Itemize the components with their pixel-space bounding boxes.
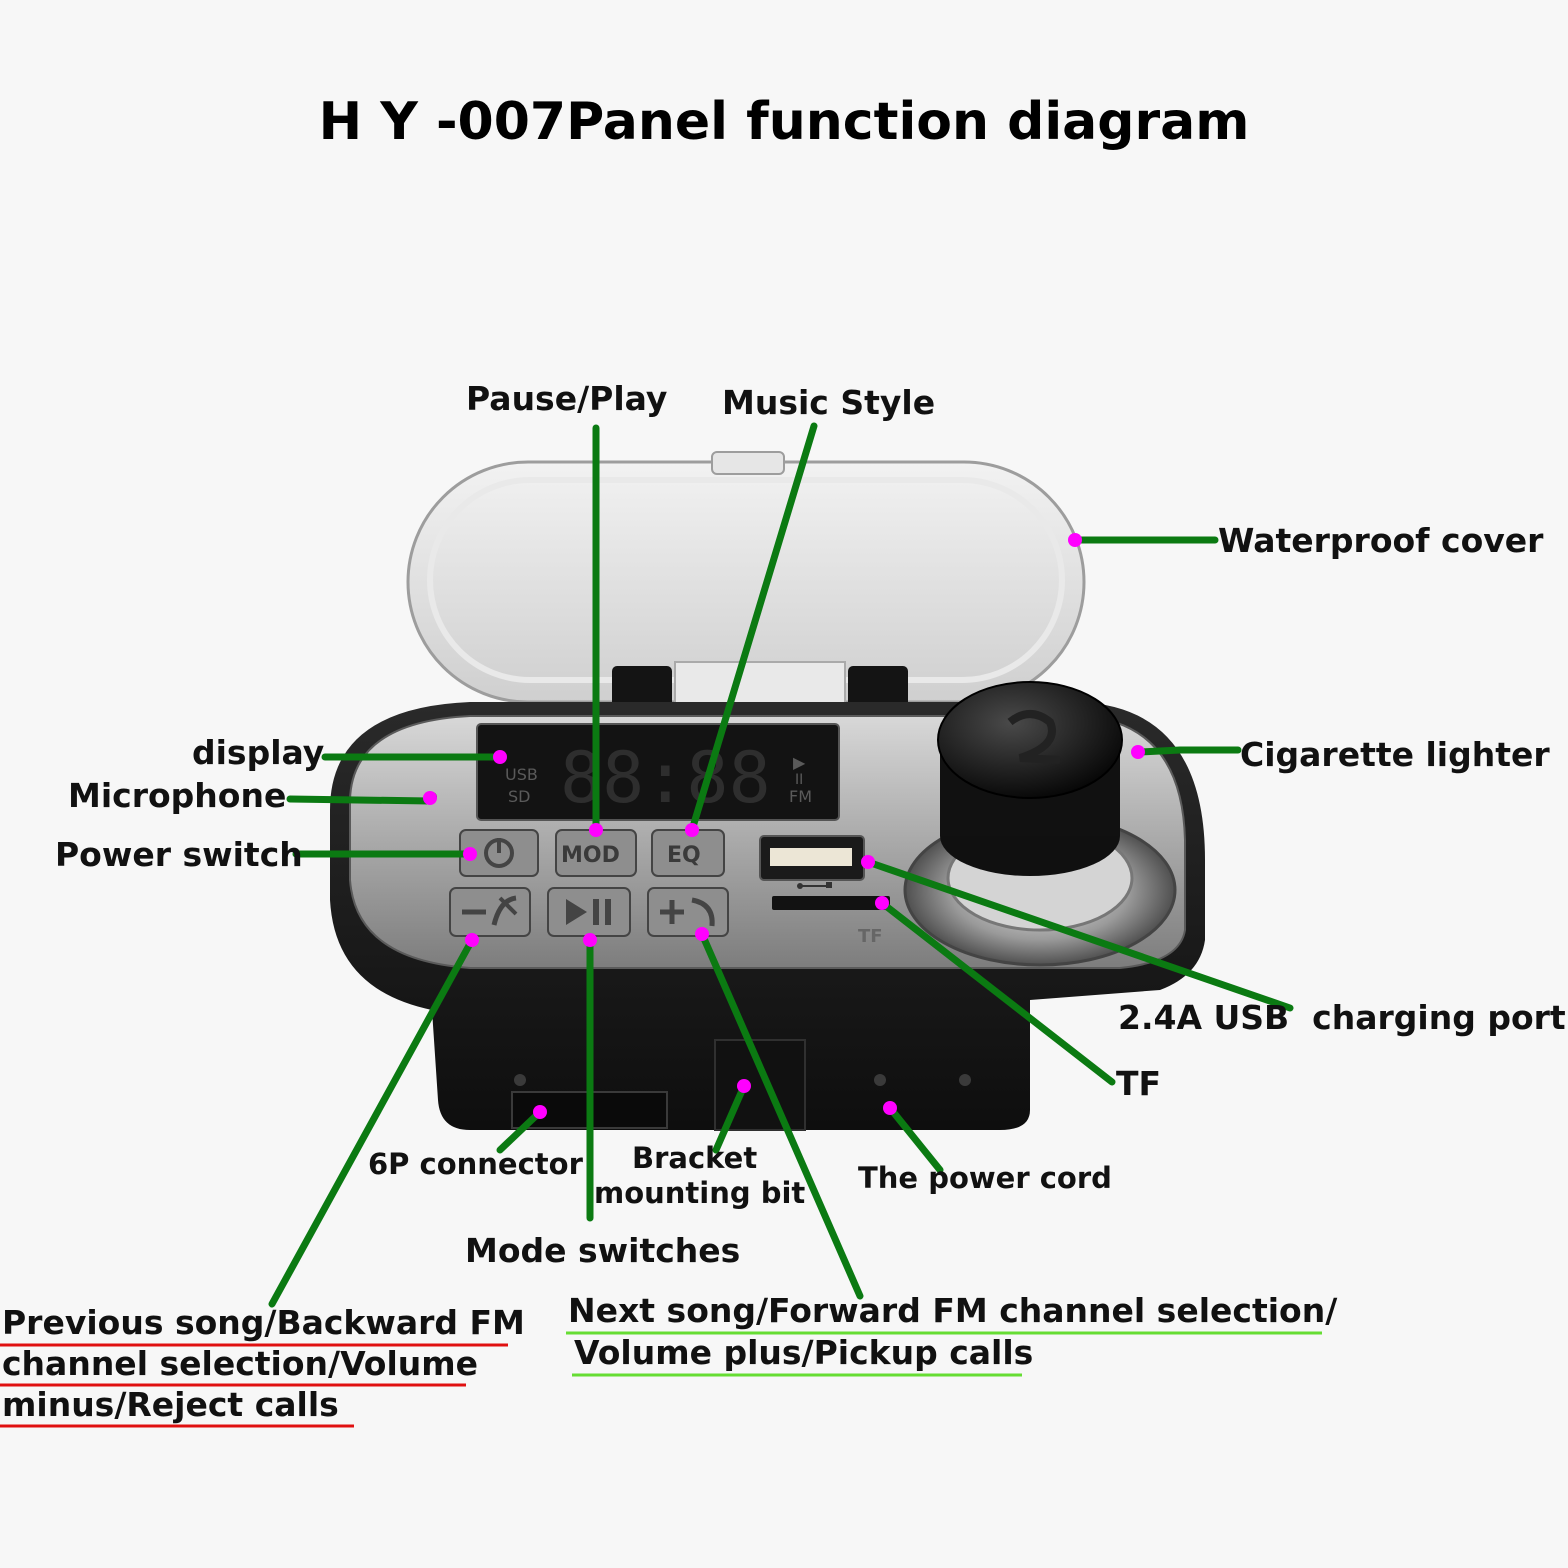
label-6p-connector: 6P connector bbox=[368, 1147, 583, 1181]
leader-line-previous bbox=[268, 936, 476, 1308]
label-previous-line2: channel selection/Volume bbox=[2, 1344, 479, 1383]
button-eq[interactable]: EQ bbox=[651, 829, 725, 877]
leader-marker bbox=[465, 933, 479, 947]
leader-line-tf bbox=[878, 899, 1116, 1086]
label-power-switch: Power switch bbox=[55, 835, 303, 874]
lcd-display: USB SD 88:88 ▶ II FM bbox=[476, 723, 840, 821]
leader-marker bbox=[737, 1079, 751, 1093]
label-bracket-line1: Bracket bbox=[632, 1141, 758, 1175]
leader-marker bbox=[1131, 745, 1145, 759]
label-next-line2: Volume plus/Pickup calls bbox=[574, 1333, 1034, 1372]
lcd-usb-label: USB bbox=[505, 765, 538, 784]
leader-line-cigarette-lighter bbox=[1136, 746, 1242, 756]
lcd-fm-label: FM bbox=[789, 787, 812, 806]
leader-marker bbox=[493, 750, 507, 764]
tf-slot-label: TF bbox=[858, 926, 883, 947]
button-next[interactable] bbox=[647, 887, 729, 937]
label-underlines bbox=[0, 1331, 1322, 1428]
leader-line-microphone bbox=[286, 795, 434, 805]
button-play-pause[interactable] bbox=[547, 887, 631, 937]
label-pause-play: Pause/Play bbox=[466, 379, 668, 418]
leader-line-music-style bbox=[688, 422, 818, 834]
label-tf: TF bbox=[1116, 1064, 1162, 1103]
leader-lines bbox=[268, 422, 1294, 1308]
lcd-play-label: ▶ bbox=[793, 753, 806, 772]
label-microphone: Microphone bbox=[68, 776, 287, 815]
leader-line-6p-connector bbox=[496, 1108, 544, 1154]
leader-markers bbox=[423, 533, 1145, 1119]
leader-marker bbox=[463, 847, 477, 861]
leader-line-bracket bbox=[712, 1082, 748, 1154]
mod-button-label: MOD bbox=[561, 843, 620, 868]
usb-charging-port[interactable] bbox=[759, 835, 865, 881]
play-pause-icon bbox=[566, 899, 611, 925]
lcd-sd-label: SD bbox=[508, 787, 530, 806]
leader-marker bbox=[875, 896, 889, 910]
label-next-line1: Next song/Forward FM channel selection/ bbox=[568, 1291, 1338, 1330]
diagram-title: H Y -007Panel function diagram bbox=[318, 92, 1250, 152]
lcd-digits: 88:88 bbox=[560, 737, 771, 819]
leader-marker bbox=[883, 1101, 897, 1115]
button-mod[interactable]: MOD bbox=[555, 829, 637, 877]
label-usb-port: 2.4A USB charging port bbox=[1118, 998, 1566, 1037]
leader-marker bbox=[583, 933, 597, 947]
button-power[interactable] bbox=[459, 829, 539, 877]
leader-marker bbox=[861, 855, 875, 869]
label-waterproof-cover: Waterproof cover bbox=[1218, 521, 1544, 560]
waterproof-cover bbox=[406, 451, 1086, 711]
label-bracket-line2: mounting bit bbox=[594, 1176, 806, 1210]
tf-card-slot[interactable]: TF bbox=[772, 896, 890, 947]
leader-marker bbox=[423, 791, 437, 805]
leader-marker bbox=[695, 927, 709, 941]
leader-marker bbox=[533, 1105, 547, 1119]
leader-line-power-cord bbox=[886, 1104, 944, 1174]
label-cigarette-lighter: Cigarette lighter bbox=[1240, 735, 1550, 774]
pickup-icon bbox=[660, 897, 715, 927]
power-icon bbox=[484, 838, 514, 868]
leader-line-next bbox=[698, 930, 864, 1300]
usb-icon bbox=[797, 882, 832, 889]
label-previous-line3: minus/Reject calls bbox=[2, 1385, 339, 1424]
label-previous-line1: Previous song/Backward FM bbox=[2, 1303, 525, 1342]
leader-line-usb-port bbox=[864, 858, 1294, 1012]
eq-button-label: EQ bbox=[667, 843, 701, 868]
label-mode-switches: Mode switches bbox=[465, 1231, 741, 1270]
leader-marker bbox=[589, 823, 603, 837]
label-display: display bbox=[192, 733, 325, 772]
leader-marker bbox=[1068, 533, 1082, 547]
label-music-style: Music Style bbox=[722, 383, 936, 422]
leader-marker bbox=[685, 823, 699, 837]
lcd-pause-label: II bbox=[795, 772, 803, 788]
label-power-cord: The power cord bbox=[858, 1161, 1112, 1195]
hangup-icon bbox=[462, 895, 518, 926]
button-previous[interactable] bbox=[449, 887, 531, 937]
